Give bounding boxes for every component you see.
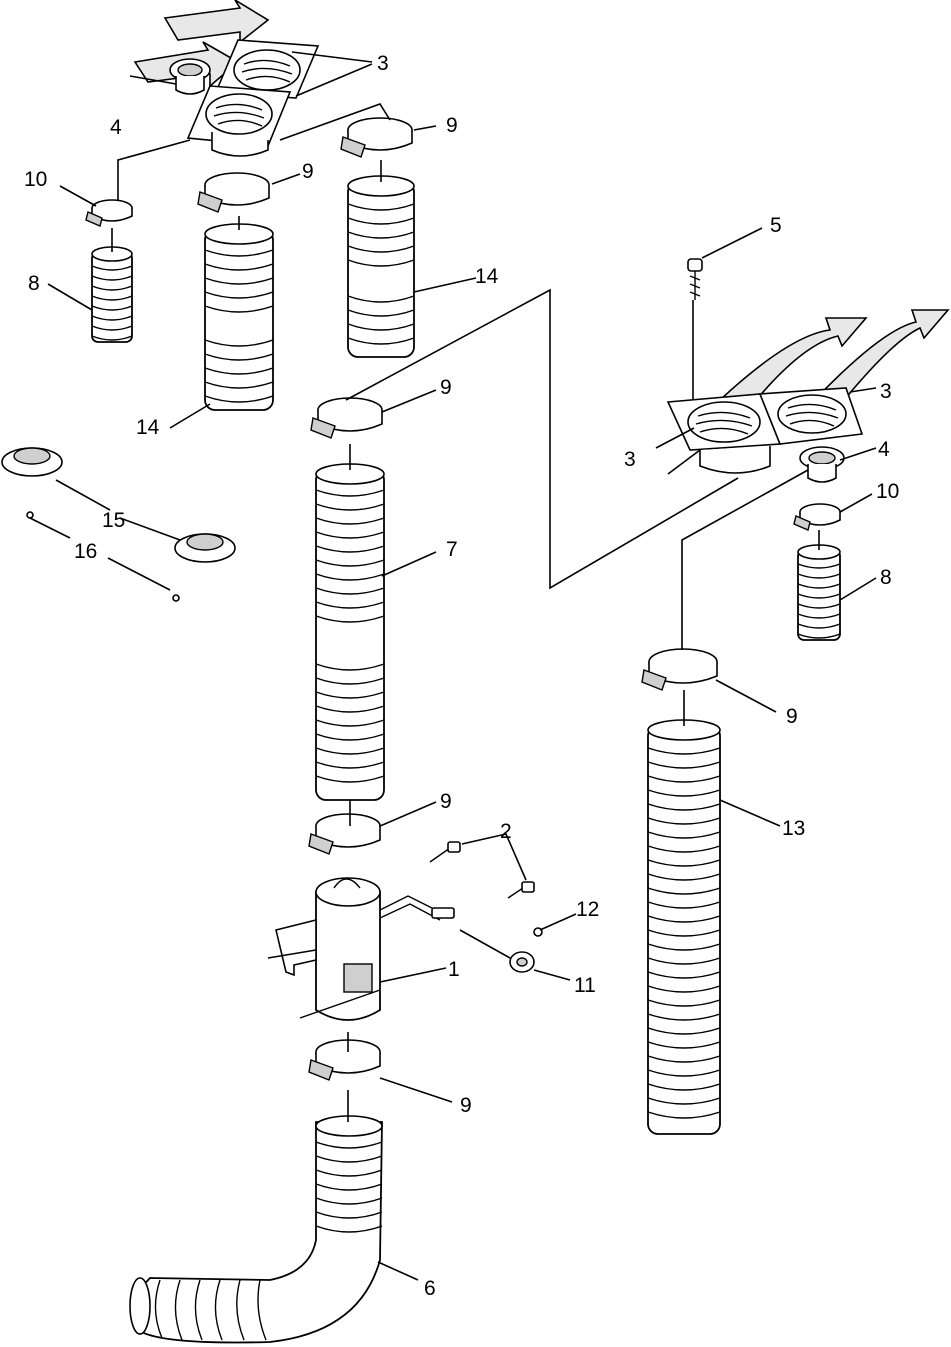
hose-14-left [204, 223, 274, 411]
wire-connector [267, 949, 381, 1019]
top-left-outlet-assembly [133, 0, 320, 157]
callout-6: 6 [424, 1277, 436, 1300]
hoses [91, 175, 841, 1344]
callout-11: 11 [574, 974, 596, 997]
callout-9: 9 [460, 1094, 472, 1117]
callout-4: 4 [878, 438, 890, 461]
airflow-arrow-upper [163, 0, 270, 44]
hose-small-left [91, 246, 133, 343]
callout-1: 1 [448, 958, 460, 981]
screws-2 [429, 841, 535, 899]
callout-9: 9 [440, 376, 452, 399]
grommet-15b [174, 533, 236, 563]
callout-7: 7 [446, 538, 458, 561]
leader-lines [29, 51, 877, 1281]
hose-clamp [308, 813, 381, 855]
hose-clamp-small [793, 503, 841, 531]
callout-10: 10 [24, 168, 47, 191]
callout-16: 16 [74, 540, 97, 563]
callout-9: 9 [446, 114, 458, 137]
heater-unit-1 [267, 877, 455, 1021]
callout-3: 3 [377, 52, 389, 75]
hose-clamp [308, 1039, 381, 1081]
callout-12: 12 [576, 898, 599, 921]
callout-labels: 3 4 9 10 9 8 5 14 14 9 3 3 4 10 15 16 7 … [24, 52, 899, 1300]
callout-8: 8 [880, 566, 892, 589]
hose-7 [315, 463, 385, 801]
hose-clamp [641, 648, 718, 691]
hose-small-right [797, 544, 841, 641]
hose-13 [647, 719, 721, 1135]
hose-clamp-small [85, 199, 133, 227]
callout-4: 4 [110, 116, 122, 139]
elbow-hose-6 [129, 1115, 383, 1344]
callout-9: 9 [302, 160, 314, 183]
airflow-arrow-right-1 [718, 317, 868, 411]
callout-5: 5 [770, 214, 782, 237]
screw-5 [687, 258, 703, 300]
grommet-15a [1, 447, 63, 477]
callout-9: 9 [440, 790, 452, 813]
callout-2: 2 [500, 820, 512, 843]
callout-9: 9 [786, 705, 798, 728]
right-outlet-assembly [666, 258, 950, 483]
callout-15: 15 [102, 509, 125, 532]
callout-14: 14 [475, 265, 499, 288]
hose-clamp [340, 117, 413, 158]
grommet-11 [509, 951, 535, 973]
callout-10: 10 [876, 480, 899, 503]
hose-clamps [85, 117, 841, 1081]
callout-3: 3 [624, 448, 636, 471]
callout-3: 3 [880, 380, 892, 403]
callout-14: 14 [136, 416, 160, 439]
hose-clamp [310, 397, 383, 439]
hose-clamp [197, 172, 270, 213]
callout-13: 13 [782, 817, 805, 840]
callout-8: 8 [28, 272, 40, 295]
hose-14-right [347, 175, 415, 358]
